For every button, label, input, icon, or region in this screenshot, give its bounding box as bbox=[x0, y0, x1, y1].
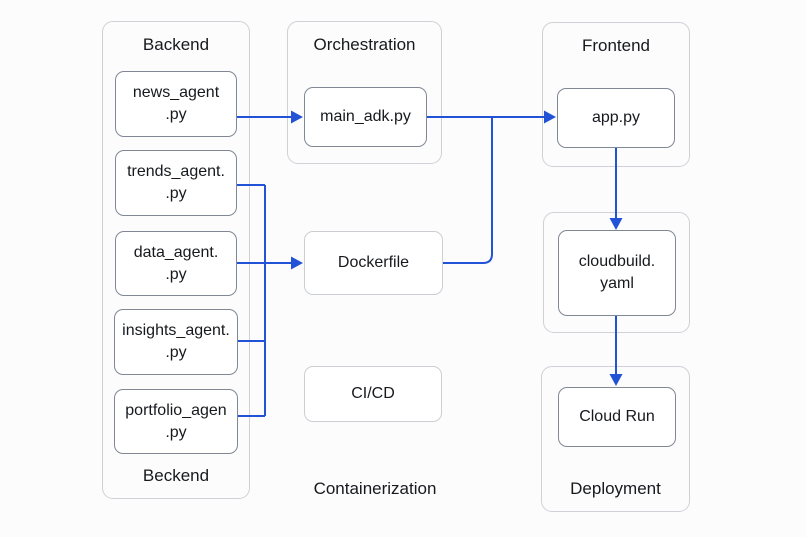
node-portfolio-agent-line1: portfolio_agen bbox=[125, 401, 227, 419]
node-insights-agent: insights_agent. .py bbox=[114, 309, 238, 375]
node-news-agent-line2: .py bbox=[165, 106, 187, 123]
arrowhead-into-dockerfile bbox=[291, 256, 303, 270]
node-data-agent-line2: .py bbox=[165, 265, 187, 283]
node-portfolio-agent-line2: .py bbox=[165, 423, 187, 441]
node-cloud-run: Cloud Run bbox=[558, 387, 676, 447]
node-data-agent: data_agent. .py bbox=[115, 231, 237, 296]
node-app-label: app.py bbox=[591, 109, 641, 126]
node-cloudbuild-line2: yaml bbox=[600, 275, 634, 292]
node-main-adk: main_adk.py bbox=[304, 87, 427, 147]
node-trends-agent-line1: trends_agent. bbox=[127, 163, 225, 180]
node-cicd-label: CI/CD bbox=[351, 385, 395, 402]
panel-deployment-footer: Deployment bbox=[570, 479, 661, 498]
node-dockerfile: Dockerfile bbox=[304, 231, 443, 295]
edge-dockerfile-join bbox=[443, 118, 493, 264]
node-data-agent-line1: data_agent. bbox=[133, 243, 219, 261]
node-dockerfile-label: Dockerfile bbox=[337, 254, 410, 271]
panel-backend-footer: Beckend bbox=[142, 466, 210, 485]
node-insights-agent-line1: insights_agent. bbox=[122, 322, 230, 339]
panel-backend-title: Backend bbox=[142, 35, 210, 54]
node-main-adk-label: main_adk.py bbox=[320, 108, 411, 125]
containerization-label: Containerization bbox=[313, 479, 437, 498]
node-app: app.py bbox=[557, 88, 675, 148]
panel-frontend-title: Frontend bbox=[581, 36, 651, 55]
panel-orchestration-title: Orchestration bbox=[313, 35, 416, 54]
node-portfolio-agent: portfolio_agen .py bbox=[114, 389, 238, 454]
node-cloudbuild: cloudbuild. yaml bbox=[558, 230, 676, 316]
node-news-agent: news_agent .py bbox=[115, 71, 237, 137]
node-cloudbuild-line1: cloudbuild. bbox=[578, 253, 656, 270]
node-news-agent-line1: news_agent bbox=[132, 84, 220, 101]
node-cicd: CI/CD bbox=[304, 366, 442, 422]
node-trends-agent-line2: .py bbox=[165, 185, 187, 202]
node-trends-agent: trends_agent. .py bbox=[115, 150, 237, 216]
panel-orchestration: Orchestration bbox=[287, 21, 442, 164]
node-insights-agent-line2: .py bbox=[165, 344, 187, 361]
node-cloud-run-label: Cloud Run bbox=[579, 408, 655, 425]
